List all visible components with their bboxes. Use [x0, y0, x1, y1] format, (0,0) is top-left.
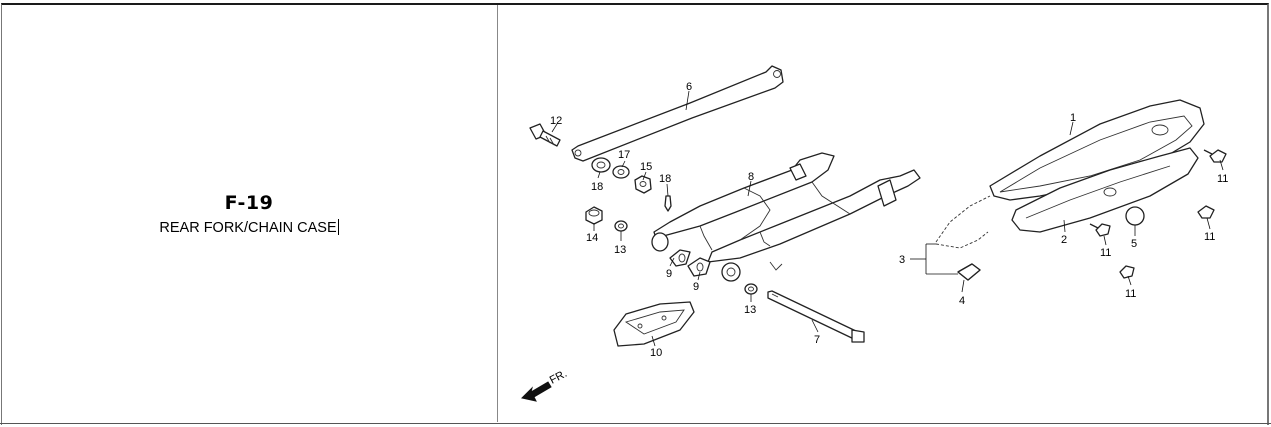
part-5-cap[interactable] [1125, 206, 1145, 226]
callout-11d: 11 [1125, 288, 1136, 300]
callout-5: 5 [1131, 238, 1137, 250]
section-title[interactable]: REAR FORK/CHAIN CASE [0, 219, 498, 236]
callout-11b: 11 [1204, 231, 1215, 243]
part-1-chain-case-upper[interactable] [989, 99, 1205, 201]
section-title-text: REAR FORK/CHAIN CASE [159, 220, 337, 236]
callout-17: 18 [591, 181, 603, 193]
callout-14: 14 [586, 232, 598, 244]
row-divider [0, 423, 1271, 424]
part-11-bolt-a[interactable] [1203, 149, 1227, 163]
part-6-stay[interactable] [571, 65, 784, 162]
part-2-chain-case-lower[interactable] [1011, 147, 1199, 233]
callout-8: 8 [748, 171, 754, 183]
callout-6: 6 [686, 81, 692, 93]
callout-15: 15 [640, 161, 652, 173]
part-13-washer-lower[interactable] [744, 283, 758, 295]
part-8-rear-fork[interactable] [651, 152, 921, 282]
part-13-washer-upper[interactable] [614, 220, 628, 232]
callout-4: 4 [959, 295, 965, 307]
text-cursor [337, 219, 339, 235]
callout-18: 18 [659, 173, 671, 185]
front-direction-arrow-icon: FR. [520, 368, 569, 402]
part-15-nut[interactable] [634, 175, 652, 194]
callout-12: 12 [550, 115, 562, 127]
callout-9a: 9 [666, 268, 672, 280]
callout-11c: 11 [1100, 247, 1111, 259]
part-16-washer[interactable] [612, 165, 630, 179]
part-9-bushing-b[interactable] [687, 257, 711, 277]
part-14-collar[interactable] [585, 206, 603, 225]
callout-labels: 6 12 18 17 15 18 14 13 8 9 9 13 7 10 1 2… [550, 81, 1228, 359]
part-18-cotter-pin[interactable] [664, 195, 672, 212]
callout-2: 2 [1061, 234, 1067, 246]
diagram-cell [497, 5, 1266, 422]
exploded-parts-diagram: 6 12 18 17 15 18 14 13 8 9 9 13 7 10 1 2… [520, 65, 1228, 402]
callout-16: 17 [618, 149, 630, 161]
callout-7: 7 [814, 334, 820, 346]
table-frame [1, 3, 1269, 425]
callout-3: 3 [899, 254, 905, 266]
part-3-drive-chain[interactable] [935, 195, 991, 281]
part-12-bolt[interactable] [529, 123, 561, 147]
part-11-bolt-c[interactable] [1089, 223, 1111, 237]
callout-11a: 11 [1217, 173, 1228, 185]
leader-lines [551, 90, 1224, 347]
part-9-bushing-a[interactable] [669, 249, 691, 267]
part-10-chain-slider[interactable] [613, 301, 695, 347]
part-17-collar[interactable] [591, 157, 611, 173]
part-11-bolt-d[interactable] [1119, 265, 1135, 279]
callout-10: 10 [650, 347, 662, 359]
callout-1: 1 [1070, 112, 1076, 124]
callout-9b: 9 [693, 281, 699, 293]
part-11-bolt-b[interactable] [1197, 205, 1215, 219]
part-4-chain-joint[interactable] [957, 263, 981, 281]
callout-13b: 13 [744, 304, 756, 316]
callout-13a: 13 [614, 244, 626, 256]
section-code: F-19 [224, 192, 274, 214]
front-direction-label: FR. [548, 368, 569, 387]
part-7-pivot-shaft[interactable] [767, 290, 865, 343]
